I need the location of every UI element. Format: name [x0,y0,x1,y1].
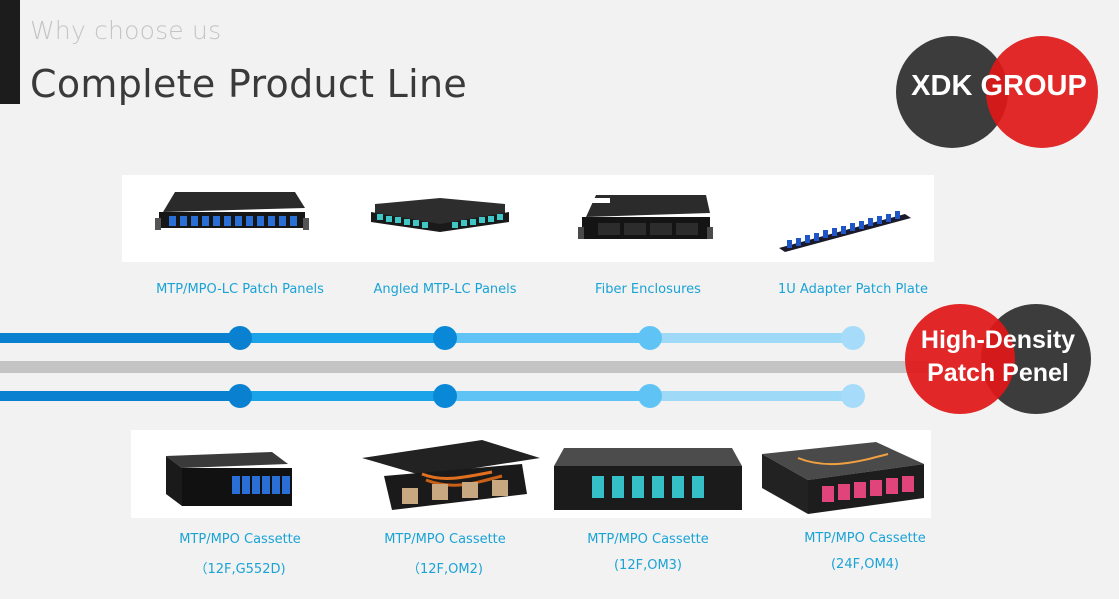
badge-line-1: High-Density [920,326,1076,354]
page-title: Complete Product Line [30,62,468,106]
badge-line-2: Patch Penel [927,359,1069,387]
top-product-label-4: 1U Adapter Patch Plate [778,282,928,297]
mtp-mpo-lc-patch-panel-image [155,192,309,230]
top-product-label-3: Fiber Enclosures [595,282,701,297]
lower-dot-1 [228,384,252,408]
upper-dot-2 [433,326,457,350]
bottom-product-label-2: MTP/MPO Cassette [384,532,506,547]
logo-text: XDK GROUP [911,70,1087,102]
bottom-product-sublabel-4: (24F,OM4) [830,557,899,572]
upper-line-seg-3 [445,333,650,343]
upper-dot-1 [228,326,252,350]
bottom-product-label-4: MTP/MPO Cassette [804,531,926,546]
bottom-product-label-3: MTP/MPO Cassette [587,532,709,547]
upper-dot-3 [638,326,662,350]
lower-line-seg-1 [0,391,240,401]
cassette-12f-om3-image [554,448,742,510]
upper-line-seg-4 [650,333,853,343]
bottom-product-label-1: MTP/MPO Cassette [179,532,301,547]
upper-dot-4 [841,326,865,350]
xdk-group-logo: XDK GROUP [896,36,1106,148]
section-subtitle: Why choose us [30,16,222,45]
left-accent-bar [0,0,20,104]
adapter-patch-plate-image [779,211,911,252]
cassette-12f-om2-image [362,440,540,510]
lower-dot-4 [841,384,865,408]
upper-line-seg-2 [240,333,445,343]
fiber-enclosure-image [578,195,713,239]
cassette-12f-g552d-image [166,452,292,506]
lower-dot-2 [433,384,457,408]
top-product-label-1: MTP/MPO-LC Patch Panels [156,282,324,297]
cassette-24f-om4-image [762,442,924,514]
bottom-product-sublabel-1: （12F,G552D) [194,562,286,577]
lower-line-seg-4 [650,391,853,401]
lower-line-seg-3 [445,391,650,401]
upper-line-seg-1 [0,333,240,343]
angled-mtp-lc-panel-image [371,198,509,232]
top-product-label-2: Angled MTP-LC Panels [373,282,517,297]
bottom-product-sublabel-2: （12F,OM2) [407,562,483,577]
high-density-badge: High-Density Patch Penel [905,304,1095,416]
bottom-product-sublabel-3: (12F,OM3) [613,558,682,573]
gray-center-line [0,361,930,373]
lower-line-seg-2 [240,391,445,401]
lower-dot-3 [638,384,662,408]
